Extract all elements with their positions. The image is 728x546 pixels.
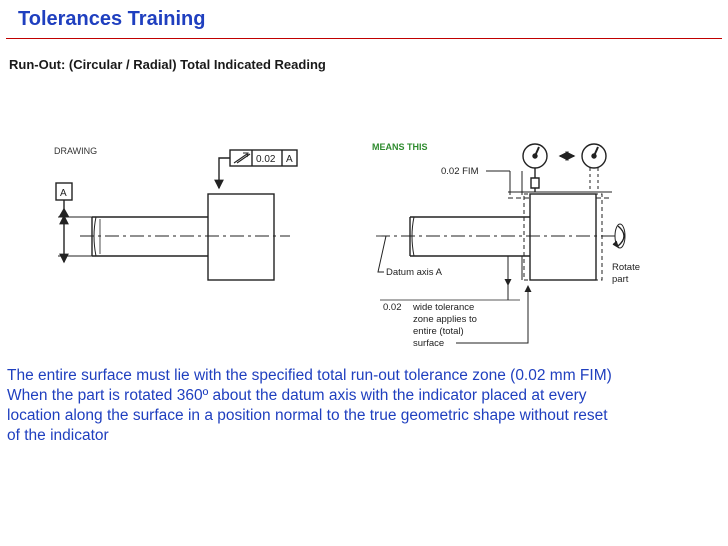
explanation-text: The entire surface must lie with the spe… xyxy=(7,366,723,446)
drawing-panel: DRAWING 0.02 A A xyxy=(54,146,298,281)
caption-line-3: location along the surface in a position… xyxy=(7,407,608,424)
zone-line-3: entire (total) xyxy=(413,326,464,337)
rotate-label-1: Rotate xyxy=(612,262,640,273)
datum-axis-label: Datum axis A xyxy=(386,267,443,278)
title-divider xyxy=(6,38,722,39)
total-runout-icon xyxy=(233,152,251,164)
datum-label: A xyxy=(60,188,67,199)
zone-line-2: zone applies to xyxy=(413,314,477,325)
zone-line-1: wide tolerance xyxy=(412,302,474,313)
means-label: MEANS THIS xyxy=(372,142,428,152)
caption-line-1: The entire surface must lie with the spe… xyxy=(7,367,612,384)
leader-arrow xyxy=(214,157,230,190)
dial-indicator-left xyxy=(522,143,548,192)
fim-label: 0.02 FIM xyxy=(441,166,479,177)
rotate-arrow xyxy=(612,223,626,249)
caption-line-2: When the part is rotated 360º about the … xyxy=(7,387,587,404)
feature-control-frame: 0.02 A xyxy=(229,149,298,167)
tolerance-value: 0.02 xyxy=(256,154,276,165)
caption-line-4: of the indicator xyxy=(7,427,109,444)
means-panel: MEANS THIS 0.02 FIM xyxy=(372,142,640,349)
zone-line-4: surface xyxy=(413,338,444,349)
page-subtitle: Run-Out: (Circular / Radial) Total Indic… xyxy=(9,57,326,72)
zone-value: 0.02 xyxy=(383,302,402,313)
means-part xyxy=(409,193,603,281)
page-title: Tolerances Training xyxy=(18,8,206,30)
dial-indicator-right xyxy=(581,143,607,192)
zone-leader xyxy=(456,285,532,344)
drawing-part xyxy=(91,193,275,281)
drawing-label: DRAWING xyxy=(54,146,97,156)
datum-reference: A xyxy=(286,154,293,165)
datum-triangle xyxy=(58,207,70,217)
rotate-label-2: part xyxy=(612,274,629,285)
datum-axis-leader xyxy=(377,235,387,273)
